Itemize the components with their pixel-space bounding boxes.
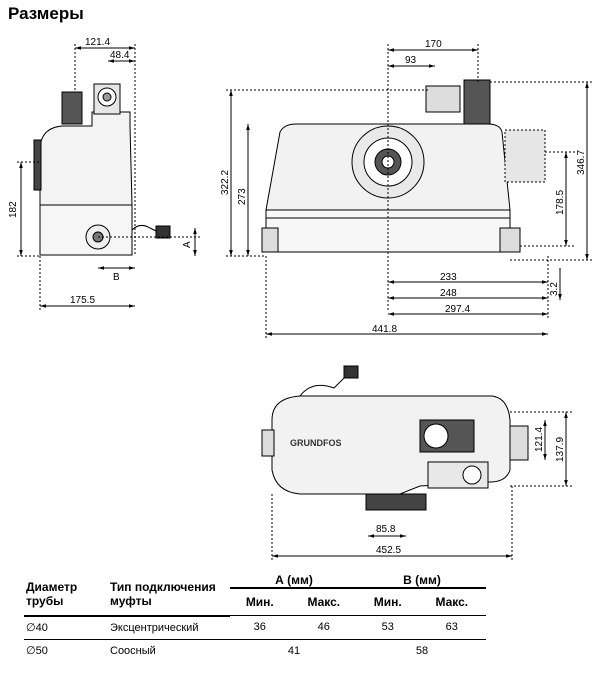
dim-48-4: 48.4 — [110, 50, 130, 61]
row-type: Соосный — [108, 638, 230, 662]
dim-85-8: 85.8 — [376, 524, 396, 535]
label-a: A — [182, 241, 193, 248]
label-b: B — [113, 272, 120, 283]
row-b-max: 63 — [417, 615, 486, 639]
col-b-header: В (мм) — [357, 573, 486, 589]
col-diameter-header: Диаметр трубы — [24, 573, 108, 617]
dim-346-7: 346.7 — [576, 150, 587, 175]
row-diameter: ∅50 — [24, 638, 108, 662]
dim-452-5: 452.5 — [376, 545, 401, 556]
dim-93: 93 — [405, 55, 417, 66]
row-a-min: 36 — [230, 615, 290, 639]
dim-170: 170 — [425, 39, 442, 50]
page-title: Размеры — [8, 4, 84, 23]
dimension-table: Диаметр трубы Тип подключения муфты А (м… — [24, 573, 486, 662]
dim-175-5: 175.5 — [70, 295, 95, 306]
row-b-min: 53 — [357, 615, 418, 639]
col-type-header: Тип подключения муфты — [108, 573, 230, 617]
col-a-header: А (мм) — [230, 573, 358, 589]
side-view — [17, 44, 200, 310]
a-max-header: Макс. — [307, 595, 341, 609]
dim-3-2: 3.2 — [549, 282, 560, 296]
row-type: Эксцентрический — [108, 615, 230, 639]
front-view — [226, 44, 592, 340]
dim-273: 273 — [237, 188, 248, 205]
b-max-header: Макс. — [435, 595, 469, 609]
row-b: 58 — [357, 638, 486, 662]
dim-top-121-4: 121.4 — [534, 427, 545, 452]
table-row: ∅40 Эксцентрический 36 46 53 63 — [24, 615, 486, 639]
dim-248: 248 — [440, 288, 457, 299]
brand-logo: GRUNDFOS — [290, 438, 342, 448]
table-row: ∅50 Соосный 41 58 — [24, 638, 486, 662]
dim-178-5: 178.5 — [555, 190, 566, 215]
a-min-header: Мин. — [245, 595, 274, 609]
dim-441-8: 441.8 — [372, 324, 397, 335]
row-diameter: ∅40 — [24, 615, 108, 639]
row-a-max: 46 — [289, 615, 358, 639]
dim-182: 182 — [8, 201, 19, 218]
top-view — [261, 365, 572, 562]
row-a: 41 — [230, 638, 358, 662]
dim-322-2: 322.2 — [220, 170, 231, 195]
dimension-drawing: 121.4 48.4 182 A B 175.5 — [8, 37, 592, 562]
dim-233: 233 — [440, 272, 457, 283]
dim-297-4: 297.4 — [445, 304, 470, 315]
b-min-header: Мин. — [373, 595, 402, 609]
dim-137-9: 137.9 — [555, 437, 566, 462]
dim-121-4: 121.4 — [85, 37, 110, 48]
